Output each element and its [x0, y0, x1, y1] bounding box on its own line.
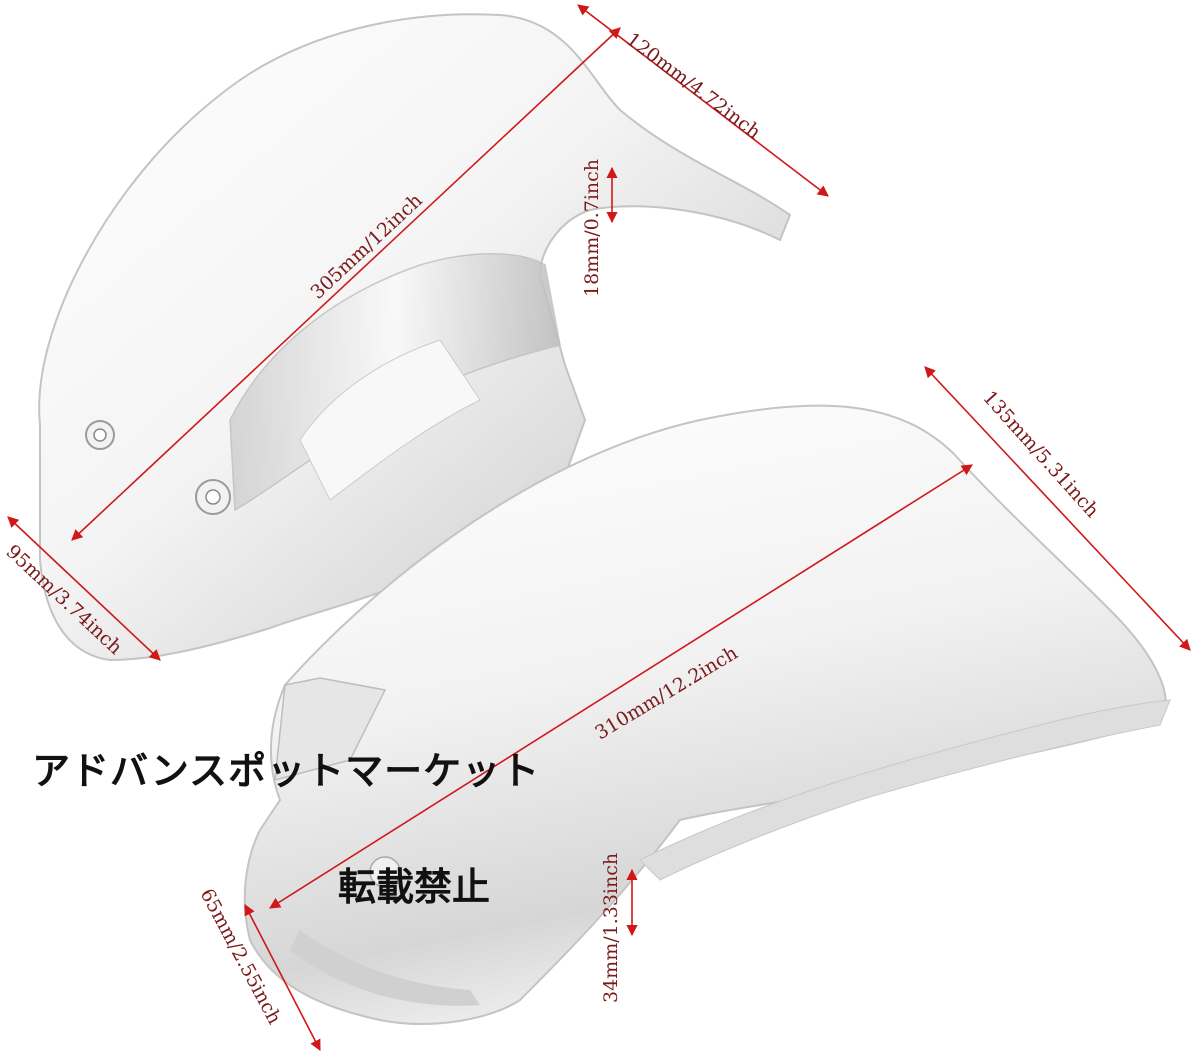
dim-line-bottom-width [924, 366, 1191, 651]
dim-line-top-height [7, 516, 161, 661]
label-bottom-thickness: 34mm/1.33inch [600, 853, 622, 1003]
dim-line-bottom-height [244, 904, 321, 1051]
label-top-thickness: 18mm/0.7inch [581, 159, 603, 297]
dim-line-top-length [71, 27, 621, 541]
dim-line-bottom-length [269, 464, 973, 909]
label-top-width: 120mm/4.72inch [622, 28, 765, 143]
watermark-no-reprint: 転載禁止 [338, 865, 491, 909]
dimension-lines [7, 4, 1191, 1051]
watermark-shop-name: アドバンスポットマーケット [32, 749, 541, 793]
